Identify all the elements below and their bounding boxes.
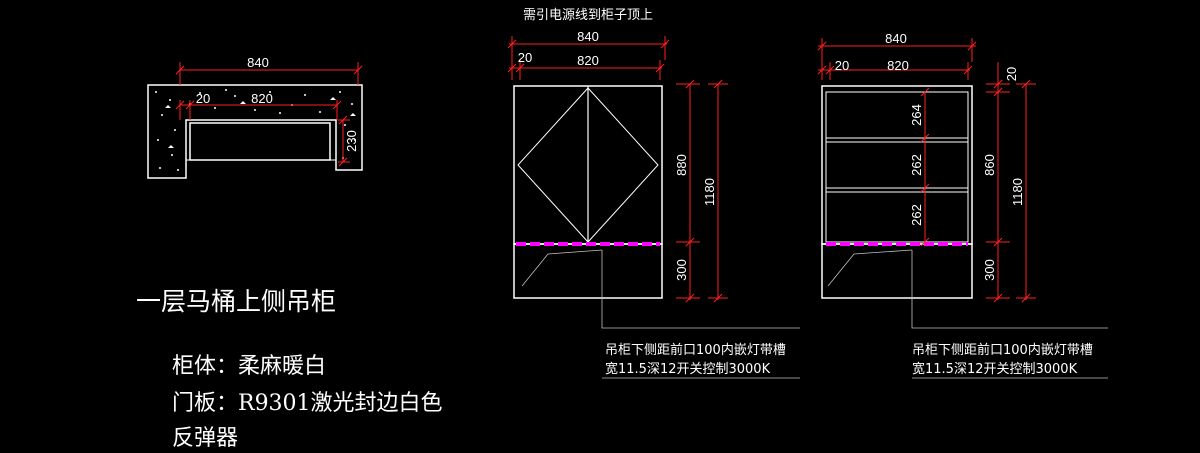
open-shelf-dims	[920, 87, 930, 247]
legend-hardware: 反弹器	[172, 426, 238, 451]
plan-width-outer: 840	[247, 55, 269, 70]
plan-inner-frame	[185, 119, 337, 161]
plan-side-thickness: 20	[196, 91, 210, 106]
open-bottom-height: 300	[982, 259, 997, 281]
door-note-line1: 吊柜下侧距前口100内嵌灯带槽	[605, 342, 786, 358]
door-total-height: 1180	[702, 178, 717, 206]
plan-dim-lines	[175, 62, 363, 167]
power-cable-note: 需引电源线到柜子顶上	[523, 8, 653, 23]
front-elevation-doors: 需引电源线到柜子顶上 840 20 820 880	[507, 8, 800, 379]
open-top-gap: 20	[1004, 67, 1019, 81]
shelf-1	[825, 137, 969, 143]
open-note-line1: 吊柜下侧距前口100内嵌灯带槽	[912, 342, 1093, 358]
open-width-inner: 820	[887, 58, 909, 73]
shelf-spacing-3: 262	[909, 204, 924, 226]
legend: 一层马桶上侧吊柜 柜体：柔麻暖白 门板：R9301激光封边白色 反弹器	[136, 287, 443, 451]
right-door-opening-mark	[587, 87, 659, 243]
left-door-opening-mark	[517, 87, 589, 243]
shelf-spacing-1: 264	[909, 104, 924, 126]
door-note-line2: 宽11.5深12开关控制3000K	[605, 361, 771, 377]
open-light-leader	[827, 249, 913, 287]
open-total-height: 1180	[1010, 178, 1025, 206]
plan-view: 840 20 820 230	[147, 55, 363, 179]
open-note-leader	[911, 250, 1108, 329]
shelf-spacing-2: 262	[909, 154, 924, 176]
open-cabinet-height: 860	[982, 154, 997, 176]
open-note-line2: 宽11.5深12开关控制3000K	[912, 361, 1078, 377]
door-width-inner: 820	[577, 53, 599, 68]
door-side-thickness: 20	[518, 50, 532, 65]
open-width-outer: 840	[885, 31, 907, 46]
open-side-thickness: 20	[835, 58, 849, 73]
door-note-leader	[601, 250, 800, 329]
door-cabinet-height: 880	[674, 154, 689, 176]
plan-width-inner: 820	[251, 91, 273, 106]
front-elevation-open: 840 20 820 264 262 262 20 860 300 1180	[817, 31, 1108, 379]
door-right-dims	[676, 79, 728, 303]
door-bottom-height: 300	[674, 259, 689, 281]
door-top-dims	[507, 36, 670, 80]
legend-door-material: 门板：R9301激光封边白色	[172, 391, 443, 416]
door-width-outer: 840	[577, 29, 599, 44]
legend-body-material: 柜体：柔麻暖白	[172, 354, 326, 379]
open-top-dims	[817, 38, 977, 80]
plan-depth: 230	[344, 130, 359, 152]
shelf-2	[825, 187, 969, 193]
door-light-leader	[521, 249, 603, 287]
legend-title: 一层马桶上侧吊柜	[136, 287, 336, 316]
open-right-dims	[986, 62, 1036, 303]
